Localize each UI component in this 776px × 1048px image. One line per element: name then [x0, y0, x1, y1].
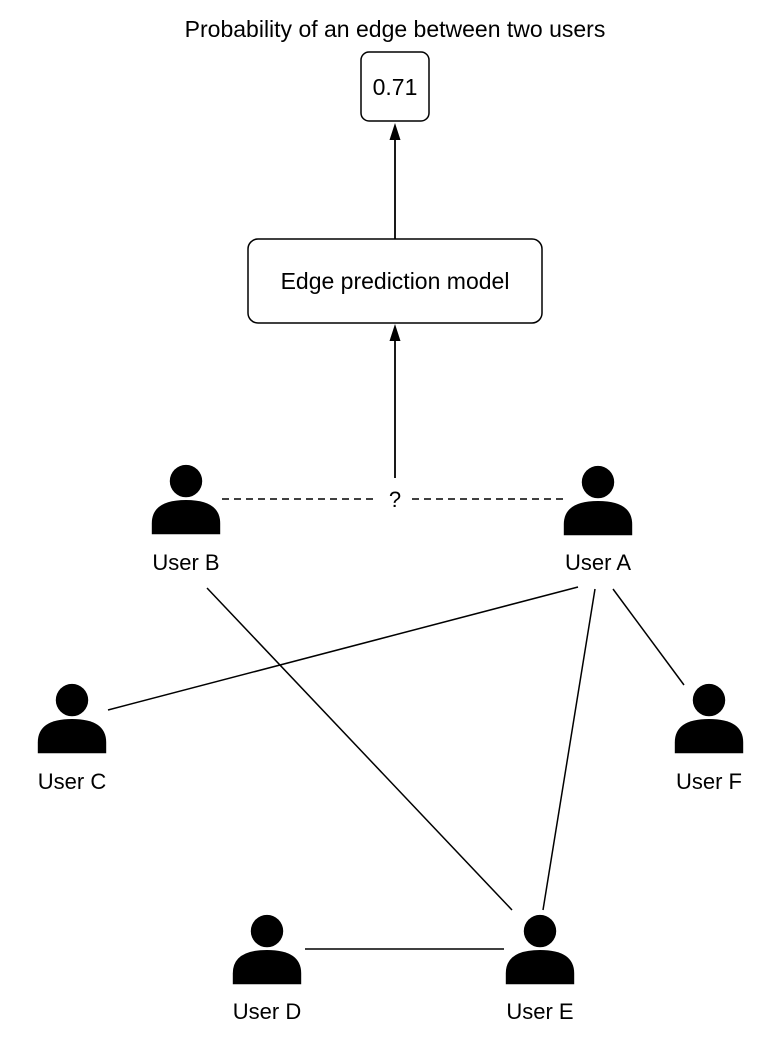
person-icon: [151, 464, 221, 535]
person-icon: [674, 683, 744, 754]
unknown-edge-label: ?: [389, 487, 401, 512]
person-icon: [505, 914, 575, 985]
arrowhead-icon: [389, 123, 401, 140]
model-label: Edge prediction model: [281, 268, 510, 294]
user-b-node: User B: [151, 464, 221, 575]
user-c-node: User C: [37, 683, 107, 794]
edge-prediction-model-box: Edge prediction model: [247, 238, 543, 324]
user-f-node: User F: [674, 683, 744, 794]
edge-a-f: [612, 588, 685, 686]
probability-box: 0.71: [360, 51, 430, 122]
arrow-model-to-probability: [389, 123, 401, 239]
user-a-node: User A: [563, 465, 633, 575]
user-d-label: User D: [233, 999, 301, 1024]
user-e-node: User E: [505, 914, 575, 1024]
edge-a-e: [542, 588, 596, 911]
person-icon: [37, 683, 107, 754]
user-b-label: User B: [152, 550, 219, 575]
diagram-title: Probability of an edge between two users: [185, 16, 606, 42]
user-a-label: User A: [565, 550, 631, 575]
unknown-edge-b-a: ?: [222, 487, 566, 512]
edge-a-c: [107, 586, 579, 711]
user-f-label: User F: [676, 769, 742, 794]
arrow-edge-to-model: [389, 324, 401, 478]
edge-b-e: [206, 587, 513, 911]
user-d-node: User D: [232, 914, 302, 1024]
person-icon: [563, 465, 633, 536]
probability-value: 0.71: [373, 74, 418, 100]
user-c-label: User C: [38, 769, 107, 794]
user-e-label: User E: [506, 999, 573, 1024]
arrowhead-icon: [389, 324, 401, 341]
person-icon: [232, 914, 302, 985]
